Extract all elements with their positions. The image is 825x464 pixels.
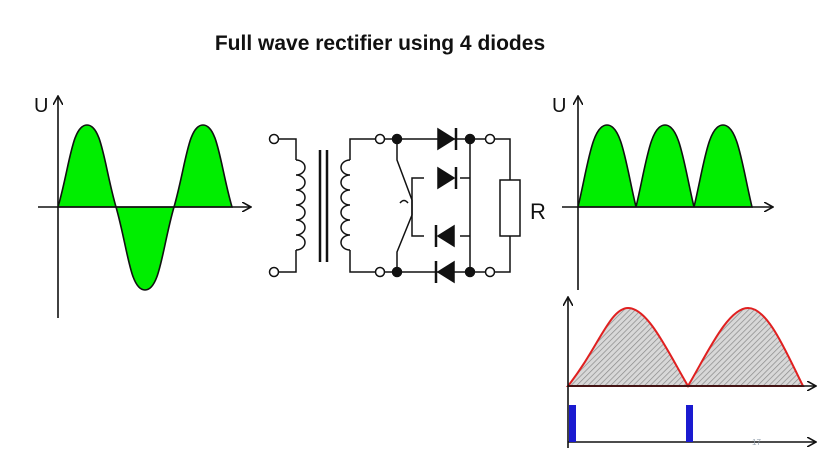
- pulse-1: [569, 405, 576, 442]
- primary-terminal-top: [268, 133, 280, 145]
- primary-terminal-bottom: [268, 266, 280, 278]
- secondary-terminal-bottom: [374, 266, 386, 278]
- output-terminal-top: [484, 133, 496, 145]
- primary-lead-bottom: [278, 250, 297, 273]
- pulse-waveform-plot: [568, 298, 815, 448]
- secondary-lead-top: [349, 138, 375, 160]
- hatched-waveform: [565, 306, 805, 388]
- slide-number: 17: [752, 438, 761, 447]
- output-waveform-plot: U: [552, 95, 772, 290]
- load-wire-top: [495, 138, 511, 180]
- rectified-wave: [576, 124, 754, 208]
- output-axis-label: U: [552, 95, 566, 117]
- pulse-2: [686, 405, 693, 442]
- cross-wire-b: [396, 177, 424, 272]
- diode-1: [437, 127, 458, 151]
- input-waveform-plot: U: [34, 95, 250, 318]
- primary-coil: [295, 159, 306, 251]
- primary-lead-top: [278, 138, 297, 160]
- cross-wire-hop: [399, 199, 409, 204]
- cross-wire-a: [396, 139, 424, 237]
- input-axis-label: U: [34, 95, 48, 117]
- diode-2: [437, 166, 458, 190]
- transformer: [268, 133, 386, 278]
- diode-3: [434, 224, 455, 248]
- diode-4: [434, 260, 455, 284]
- load-resistor: [499, 179, 521, 237]
- slide-title: Full wave rectifier using 4 diodes: [214, 32, 546, 55]
- diode-bridge: [385, 127, 521, 284]
- secondary-lead-bottom: [349, 250, 375, 273]
- load-wire-bottom: [495, 236, 511, 273]
- output-terminal-bottom: [484, 266, 496, 278]
- secondary-terminal-top: [374, 133, 386, 145]
- resistor-label: R: [530, 199, 546, 224]
- secondary-coil: [340, 159, 351, 251]
